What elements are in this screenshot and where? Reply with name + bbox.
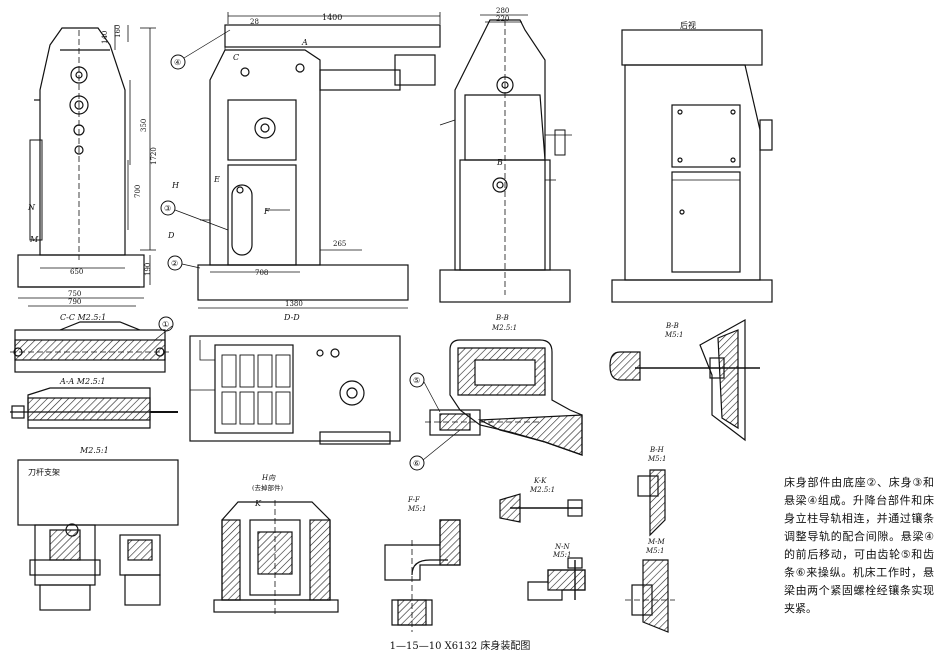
label-m25: M2.5:1 [79,446,109,455]
letter-h: H [171,181,180,190]
dim-708: 708 [255,269,268,277]
section-mm [625,559,675,633]
dim-28: 28 [250,18,259,26]
letter-a: A [301,38,308,47]
dim-1400: 1400 [322,13,342,22]
label-ff: F-F [407,496,421,504]
section-aa [10,387,178,429]
label-toolbar: 刀杆支架 [28,467,60,477]
label-mm: M-M [647,538,666,546]
callout-3: ③ [164,204,171,213]
label-hview: H向 [261,474,276,482]
label-nn: N-N [554,543,570,551]
label-aa: A-A M2.5:1 [59,377,106,386]
assembly-description: 床身部件由底座②、床身③和悬梁④组成。升降台部件和床身立柱导轨相连，并通过镶条调… [784,476,934,615]
callout-4: ④ [174,58,181,67]
label-bb1-scale: M2.5:1 [491,324,517,332]
section-bb-right [609,318,760,442]
callout-numbers: ① ② ③ ④ ⑤ ⑥ [162,58,420,468]
section-ff [384,519,461,632]
dimension-labels: 1400 28 280 220 160 140 350 1720 700 650… [68,7,509,308]
h-view [213,500,339,615]
figure-caption: 1—15—10 X6132 床身装配图 [389,641,531,652]
dim-750: 750 [68,290,81,298]
side-view-dd [197,12,441,309]
toolbar-support [17,459,179,611]
front-elevation [439,14,572,303]
base-plan [189,335,401,445]
section-bb-large [425,339,583,456]
section-bh [637,469,666,537]
section-cc [10,321,172,373]
section-kk [499,493,583,523]
dim-1380: 1380 [285,300,303,308]
dim-220: 220 [496,15,509,23]
letter-b: B [496,158,503,167]
label-dd: D-D [283,313,300,322]
dim-650: 650 [70,268,83,276]
label-hview-sub: (去掉部件) [252,483,284,492]
dim-160: 160 [114,25,122,38]
dim-265: 265 [333,240,346,248]
dim-1720: 1720 [150,147,158,165]
dim-140: 140 [101,31,109,44]
front-view [17,25,156,307]
view-labels: C-C M2.5:1 A-A M2.5:1 M2.5:1 刀杆支架 D-D B-… [28,20,696,559]
letter-f: F [263,207,270,216]
dim-790: 790 [68,298,81,306]
label-bh: B-H [649,446,665,454]
label-bh-scale: M5:1 [647,455,666,463]
letter-n: N [27,203,36,212]
callout-circles [154,29,461,471]
letter-k: K [254,499,262,508]
label-cc: C-C M2.5:1 [60,313,106,322]
label-bb1: B-B [495,314,509,322]
callout-2: ② [171,259,178,268]
label-kk-scale: M2.5:1 [529,486,555,494]
callout-5: ⑤ [413,376,420,385]
label-bb2-scale: M5:1 [664,331,683,339]
dim-280: 280 [496,7,509,15]
section-letters: C A H D E F B N M K [27,38,503,508]
letter-e: E [213,175,220,184]
callout-1: ① [162,320,169,329]
label-bb2: B-B [665,322,679,330]
letter-d: D [167,231,175,240]
label-ff-scale: M5:1 [407,505,426,513]
label-nn-scale: M5:1 [552,551,571,559]
label-kk: K-K [533,477,547,485]
dim-700: 700 [134,185,142,198]
label-rear: 后视 [680,20,696,30]
section-nn [527,557,586,601]
label-mm-scale: M5:1 [645,547,664,555]
letter-m: M [29,235,39,244]
dim-350: 350 [140,119,148,132]
letter-c: C [233,53,239,62]
callout-6: ⑥ [413,459,420,468]
rear-view [611,29,773,303]
dim-190: 190 [144,263,152,276]
